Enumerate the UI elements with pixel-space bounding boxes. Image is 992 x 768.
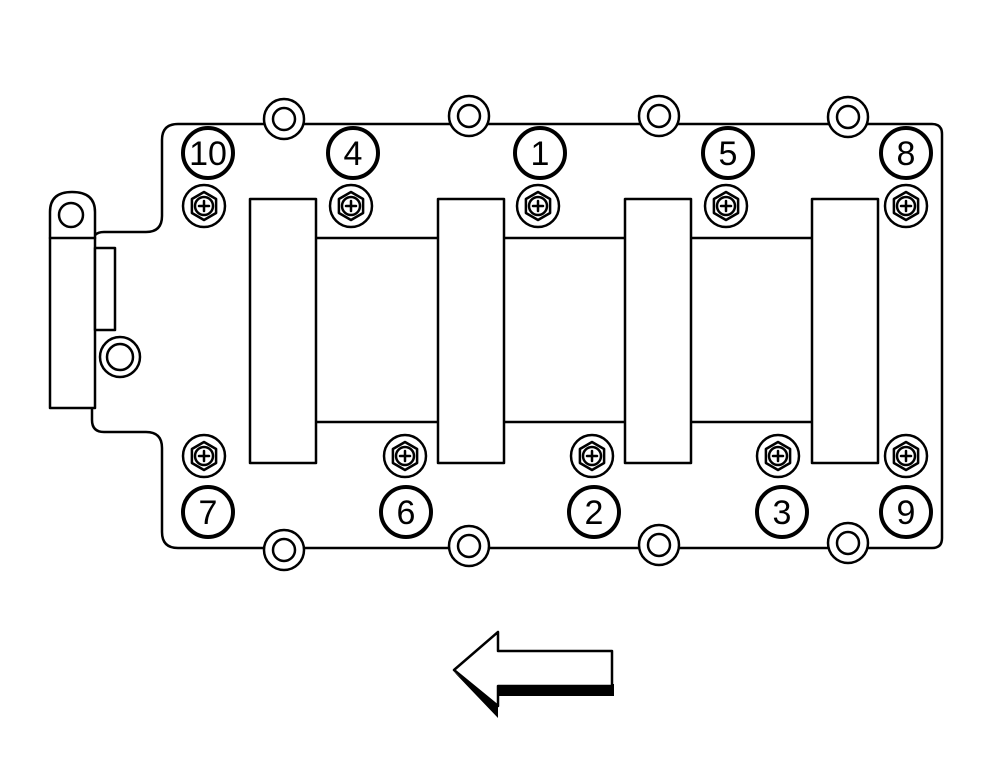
sequence-label-5: 5 (701, 126, 755, 180)
sequence-number: 1 (531, 135, 550, 173)
sequence-label-9: 9 (879, 485, 933, 539)
bearing-caps (248, 197, 880, 465)
bolt-3 (755, 433, 801, 479)
bearing-cap-1 (248, 197, 318, 465)
bolt-10 (181, 183, 227, 229)
sequence-number: 2 (585, 494, 604, 532)
sequence-labels-layer: 10 4 1 5 8 7 6 2 3 9 (181, 126, 933, 539)
sequence-label-10: 10 (181, 126, 235, 180)
sequence-number: 8 (897, 135, 916, 173)
sequence-label-8: 8 (879, 126, 933, 180)
bearing-plate-outline (90, 122, 944, 550)
bearing-cap-2 (436, 197, 506, 465)
bolt-9 (883, 433, 929, 479)
bolt-8 (883, 183, 929, 229)
bolt-1 (515, 183, 561, 229)
sequence-number: 4 (344, 135, 363, 173)
sequence-number: 7 (199, 494, 218, 532)
bolts-layer (181, 183, 929, 479)
sequence-label-2: 2 (567, 485, 621, 539)
main-bridge (298, 236, 832, 424)
sequence-number: 6 (397, 494, 416, 532)
sequence-number: 9 (897, 494, 916, 532)
left-arrow-icon (452, 630, 614, 718)
sequence-label-4: 4 (326, 126, 380, 180)
top-mounting-lugs (262, 94, 870, 141)
bearing-cap-3 (623, 197, 693, 465)
sequence-label-3: 3 (755, 485, 809, 539)
sequence-label-1: 1 (513, 126, 567, 180)
bolt-2 (569, 433, 615, 479)
side-bracket (48, 190, 142, 410)
sequence-number: 5 (719, 135, 738, 173)
sequence-number: 3 (773, 494, 792, 532)
bearing-cap-4 (810, 197, 880, 465)
bolt-7 (181, 433, 227, 479)
sequence-number: 10 (189, 135, 227, 173)
sequence-label-7: 7 (181, 485, 235, 539)
sequence-label-6: 6 (379, 485, 433, 539)
bolt-5 (703, 183, 749, 229)
bottom-mounting-lugs (262, 521, 870, 572)
bolt-6 (382, 433, 428, 479)
bolt-4 (328, 183, 374, 229)
